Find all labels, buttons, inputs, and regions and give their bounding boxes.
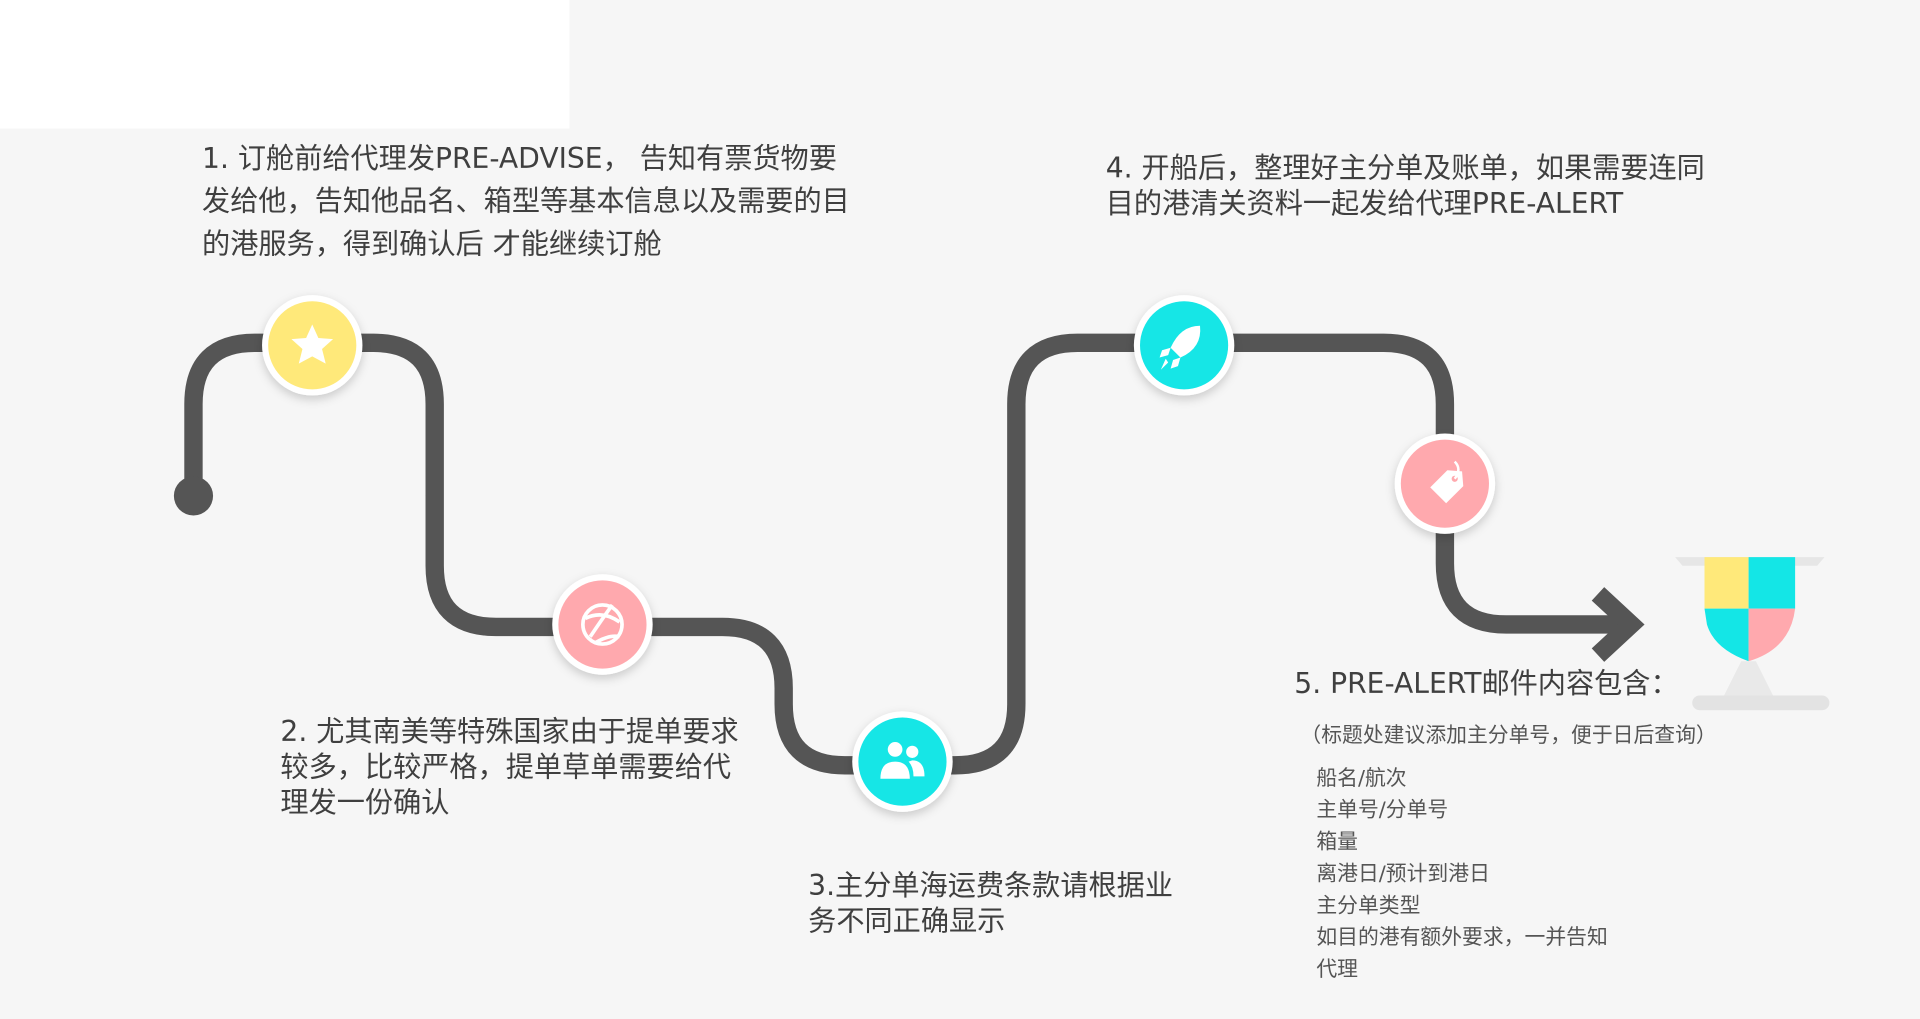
tag-icon: [1430, 460, 1464, 504]
process-path: [184, 333, 1619, 775]
star-icon: [291, 324, 334, 364]
step5-items-list: 船名/航次 主单号/分单号 箱量 离港日/预计到港日 主分单类型 如目的港有额外…: [1316, 763, 1607, 986]
list-item: 主分单类型: [1316, 893, 1421, 919]
step1-text: 1. 订舱前给代理发PRE-ADVISE， 告知有票货物要发给他，告知他品名、箱…: [202, 143, 850, 261]
step4-text: 4. 开船后，整理好主分单及账单，如果需要连同目的港清关资料一起发给代理PRE-…: [1105, 153, 1705, 221]
list-item: 主单号/分单号: [1316, 798, 1449, 823]
step3-text: 3.主分单海运费条款请根据业务不同正确显示: [808, 870, 1174, 938]
arrow-head-icon: [1591, 587, 1645, 662]
step5-note: （标题处建议添加主分单号，便于日后查询）: [1300, 723, 1717, 749]
list-item: 离港日/预计到港日: [1316, 862, 1490, 887]
list-item: 如目的港有额外要求，一并告知 代理: [1316, 925, 1608, 983]
list-item: 箱量: [1316, 830, 1358, 855]
step2-text: 2. 尤其南美等特殊国家由于提单要求较多，比较严格，提单草单需要给代理发一份确认: [280, 716, 739, 820]
trophy-icon: [1675, 557, 1830, 711]
step3-node: [852, 711, 953, 812]
path-start-dot: [173, 476, 214, 516]
globe-icon: [581, 603, 624, 646]
header-blank-area: [0, 0, 570, 129]
step5-title: 5. PRE-ALERT邮件内容包含：: [1294, 668, 1679, 701]
users-icon: [880, 742, 925, 779]
step2-node: [552, 574, 653, 675]
list-item: 船名/航次: [1316, 766, 1407, 792]
rocket-icon: [1159, 325, 1201, 370]
